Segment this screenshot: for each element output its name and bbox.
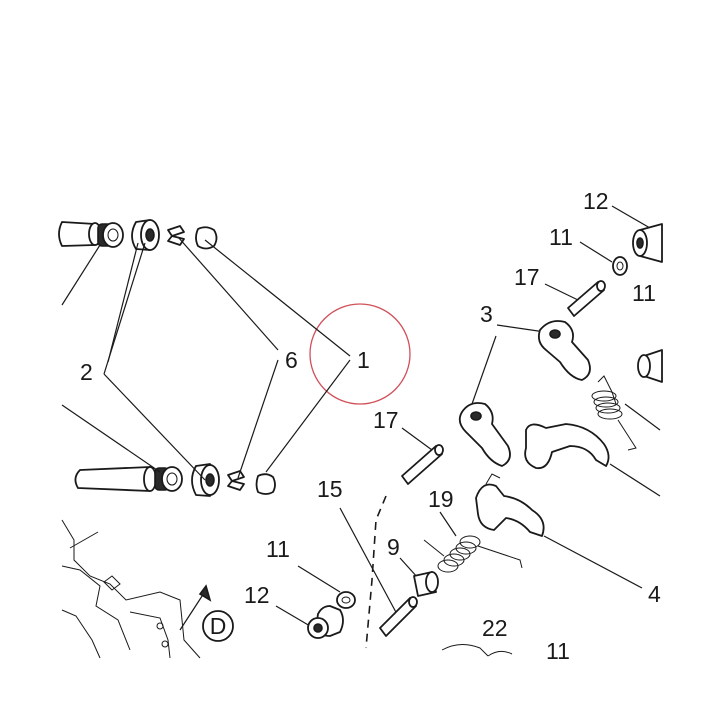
lower-shaft-assembly: [74, 463, 276, 497]
callout-12-upper: 12: [583, 188, 609, 214]
callout-labels: 12 11 11 17 3 1 2 6 17 15 19 9 11 12 4 2…: [80, 188, 661, 664]
highlight-circle: [309, 303, 411, 405]
callout-12-lower: 12: [244, 582, 270, 608]
callout-2: 2: [80, 359, 93, 385]
callout-9: 9: [387, 534, 400, 560]
lower-center-parts: [275, 473, 643, 657]
middle-right-parts: [401, 335, 663, 497]
callout-19: 19: [428, 486, 454, 512]
view-marker-label: D: [210, 613, 227, 639]
callout-11-lower: 11: [266, 536, 290, 562]
callout-11-upper-right: 11: [632, 280, 656, 306]
callout-4: 4: [648, 581, 661, 607]
callout-11-upper-left: 11: [549, 224, 573, 250]
leader-lines-left: [61, 236, 351, 481]
callout-22: 22: [482, 615, 508, 641]
upper-shaft-assembly: [58, 219, 218, 251]
view-marker-d: D: [202, 610, 234, 642]
callout-17-upper: 17: [514, 264, 540, 290]
callout-15: 15: [317, 476, 343, 502]
callout-1: 1: [357, 347, 370, 373]
upper-right-parts: [496, 205, 663, 381]
callout-3: 3: [480, 301, 493, 327]
housing-fragment: [61, 519, 212, 659]
callout-6: 6: [285, 347, 298, 373]
callout-11-bottom: 11: [546, 638, 570, 664]
callout-17-middle: 17: [373, 407, 399, 433]
